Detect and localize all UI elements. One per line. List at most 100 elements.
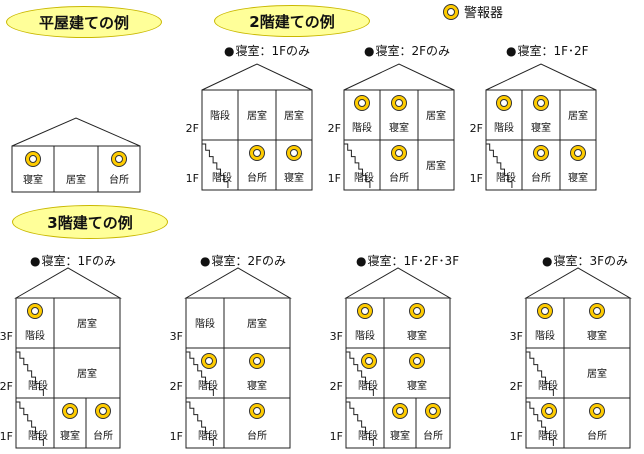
stairs (526, 351, 554, 396)
room: 階段 (535, 329, 555, 342)
room: 居室 (426, 159, 446, 172)
room-label: 台所 (93, 429, 113, 442)
room-label: 居室 (77, 367, 97, 380)
smoke-alarm-icon (95, 403, 111, 419)
room: 寝室 (390, 429, 410, 442)
floor-label: 2F (328, 122, 341, 135)
legend-label: 警報器 (464, 6, 504, 21)
room-label: 台所 (423, 429, 443, 442)
roof (11, 117, 141, 147)
floor-label: 2F (186, 122, 199, 135)
room-label: 居室 (77, 317, 97, 330)
stairs (16, 401, 44, 446)
house-caption: 寝室：1F･2F (506, 42, 588, 59)
room-label: 階段 (494, 121, 514, 134)
room-label: 階段 (358, 379, 378, 392)
room: 階段 (25, 329, 45, 342)
room: 台所 (247, 171, 267, 184)
room: 階段 (198, 429, 218, 442)
room: 台所 (423, 429, 443, 442)
room-label: 居室 (568, 109, 588, 122)
room-label: 台所 (587, 429, 607, 442)
smoke-alarm-icon (354, 95, 370, 111)
room-label: 台所 (389, 171, 409, 184)
smoke-alarm-icon (357, 303, 373, 319)
room: 台所 (389, 171, 409, 184)
room-label: 居室 (247, 317, 267, 330)
room: 階段 (494, 121, 514, 134)
floor-label: 1F (170, 430, 183, 443)
room: 階段 (195, 317, 215, 330)
house-caption: 寝室：2Fのみ (364, 42, 450, 59)
room-label: 居室 (284, 109, 304, 122)
floor-label: 3F (510, 330, 523, 343)
room-label: 居室 (66, 173, 86, 186)
room: 階段 (352, 121, 372, 134)
room: 階段 (198, 379, 218, 392)
room-label: 寝室 (389, 121, 409, 134)
room-label: 寝室 (587, 329, 607, 342)
smoke-alarm-icon (391, 95, 407, 111)
house-caption: 寝室：1Fのみ (224, 42, 310, 59)
floor-label: 1F (510, 430, 523, 443)
room-label: 台所 (247, 171, 267, 184)
house-diagram: 寝室居室台所 (11, 117, 141, 193)
house-caption: 寝室：1Fのみ (30, 252, 116, 269)
smoke-alarm-icon (249, 353, 265, 369)
room: 寝室 (531, 121, 551, 134)
room-label: 寝室 (23, 173, 43, 186)
roof (343, 63, 455, 91)
room-label: 階段 (195, 317, 215, 330)
smoke-alarm-icon (111, 151, 127, 167)
roof (14, 267, 122, 299)
room-label: 階段 (358, 429, 378, 442)
room-label: 台所 (247, 429, 267, 442)
floor-label: 1F (0, 430, 13, 443)
roof (485, 63, 597, 91)
room: 寝室 (284, 171, 304, 184)
smoke-alarm-icon (361, 353, 377, 369)
smoke-alarm-icon (443, 3, 459, 20)
floor-label: 2F (470, 122, 483, 135)
room: 階段 (358, 379, 378, 392)
smoke-alarm-icon (62, 403, 78, 419)
smoke-alarm-icon (25, 151, 41, 167)
smoke-alarm-icon (249, 403, 265, 419)
floor-label: 2F (0, 380, 13, 393)
floor-label: 2F (170, 380, 183, 393)
room-label: 階段 (28, 429, 48, 442)
smoke-alarm-icon (27, 303, 43, 319)
house-body (185, 297, 291, 449)
room: 台所 (93, 429, 113, 442)
smoke-alarm-icon (496, 95, 512, 111)
stairs (202, 143, 229, 188)
room-label: 居室 (426, 109, 446, 122)
smoke-alarm-icon (537, 303, 553, 319)
house-caption: 寝室：2Fのみ (200, 252, 286, 269)
room: 階段 (358, 429, 378, 442)
room: 寝室 (407, 329, 427, 342)
floor-label: 1F (470, 172, 483, 185)
room: 居室 (568, 109, 588, 122)
room: 台所 (587, 429, 607, 442)
room-label: 寝室 (390, 429, 410, 442)
room-label: 階段 (198, 379, 218, 392)
room-label: 階段 (496, 171, 516, 184)
room: 居室 (247, 109, 267, 122)
room-label: 階段 (25, 329, 45, 342)
room: 階段 (212, 171, 232, 184)
roof (524, 267, 632, 299)
section-title-three-story: 3階建ての例 (12, 205, 168, 239)
room: 寝室 (568, 171, 588, 184)
room-label: 居室 (247, 109, 267, 122)
house-body (15, 297, 121, 449)
room-label: 階段 (352, 121, 372, 134)
room: 寝室 (247, 379, 267, 392)
room: 台所 (247, 429, 267, 442)
smoke-alarm-icon (392, 403, 408, 419)
